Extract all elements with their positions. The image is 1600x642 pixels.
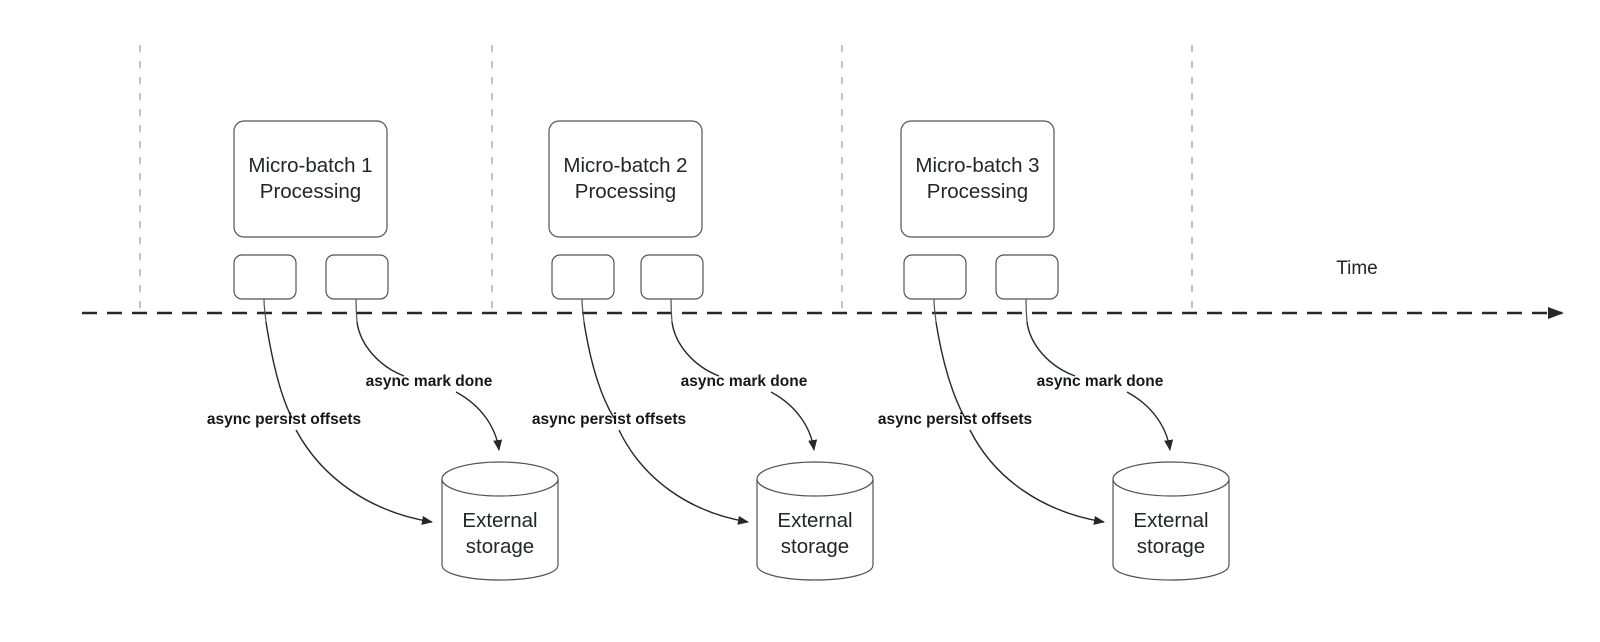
mark-done-2-curve-upper xyxy=(671,321,720,377)
micro-batch-2-label-line2: Processing xyxy=(575,180,676,203)
micro-batch-2-box[interactable] xyxy=(548,120,703,238)
mark-done-2-label: async mark done xyxy=(681,373,808,390)
persist-offsets-2-curve-lower xyxy=(618,429,749,525)
external-storage-1-label-line2: storage xyxy=(466,535,534,558)
mark-done-1-curve-upper xyxy=(356,321,405,377)
external-storage-1-label-line1: External xyxy=(462,509,537,532)
group-3: Micro-batch 3 Processing async persist o… xyxy=(878,120,1230,581)
external-storage-1-top xyxy=(441,461,559,497)
task-1a-stem xyxy=(263,298,267,323)
micro-batch-1-label-line2: Processing xyxy=(260,180,361,203)
mark-done-3-label: async mark done xyxy=(1037,373,1164,390)
micro-batch-3-label-line1: Micro-batch 3 xyxy=(915,154,1039,177)
micro-batch-3-label-line2: Processing xyxy=(927,180,1028,203)
task-3a-stem xyxy=(933,298,937,323)
external-storage-1-body[interactable] xyxy=(441,479,559,581)
task-box-2b[interactable] xyxy=(640,254,704,300)
persist-offsets-2-curve-upper xyxy=(583,321,615,419)
timeline-ticks xyxy=(139,45,1193,313)
task-box-1a[interactable] xyxy=(233,254,297,300)
mark-done-2-curve-lower xyxy=(770,391,818,451)
external-storage-2-label-line2: storage xyxy=(781,535,849,558)
task-3b-stem xyxy=(1025,298,1028,323)
task-box-3a[interactable] xyxy=(903,254,967,300)
persist-offsets-3-label: async persist offsets xyxy=(878,411,1032,428)
group-2: Micro-batch 2 Processing async persist o… xyxy=(532,120,874,581)
persist-offsets-1-label: async persist offsets xyxy=(207,411,361,428)
mark-done-3-curve-lower xyxy=(1126,391,1174,451)
external-storage-2-body[interactable] xyxy=(756,479,874,581)
persist-offsets-3-curve-upper xyxy=(935,321,966,419)
task-box-1b[interactable] xyxy=(325,254,389,300)
external-storage-2-label-line1: External xyxy=(777,509,852,532)
persist-offsets-2-label: async persist offsets xyxy=(532,411,686,428)
external-storage-3-body[interactable] xyxy=(1112,479,1230,581)
task-box-2a[interactable] xyxy=(551,254,615,300)
persist-offsets-1-curve-upper xyxy=(265,321,293,419)
time-axis-label: Time xyxy=(1336,258,1378,279)
task-2b-stem xyxy=(670,298,673,323)
task-box-3b[interactable] xyxy=(995,254,1059,300)
external-storage-2-top xyxy=(756,461,874,497)
mark-done-1-label: async mark done xyxy=(366,373,493,390)
task-2a-stem xyxy=(581,298,585,323)
micro-batch-2-label-line1: Micro-batch 2 xyxy=(563,154,687,177)
persist-offsets-1-curve-lower xyxy=(295,429,433,525)
persist-offsets-3-curve-lower xyxy=(969,429,1105,525)
task-1b-stem xyxy=(355,298,358,323)
external-storage-3-label-line1: External xyxy=(1133,509,1208,532)
group-1: Micro-batch 1 Processing async persist o… xyxy=(207,120,559,581)
micro-batch-1-box[interactable] xyxy=(233,120,388,238)
micro-batch-1-label-line1: Micro-batch 1 xyxy=(248,154,372,177)
micro-batch-3-box[interactable] xyxy=(900,120,1055,238)
mark-done-3-curve-upper xyxy=(1026,321,1076,377)
external-storage-3-label-line2: storage xyxy=(1137,535,1205,558)
timeline-axis-group: Time xyxy=(82,258,1564,319)
mark-done-1-curve-lower xyxy=(455,391,503,451)
external-storage-3-top xyxy=(1112,461,1230,497)
